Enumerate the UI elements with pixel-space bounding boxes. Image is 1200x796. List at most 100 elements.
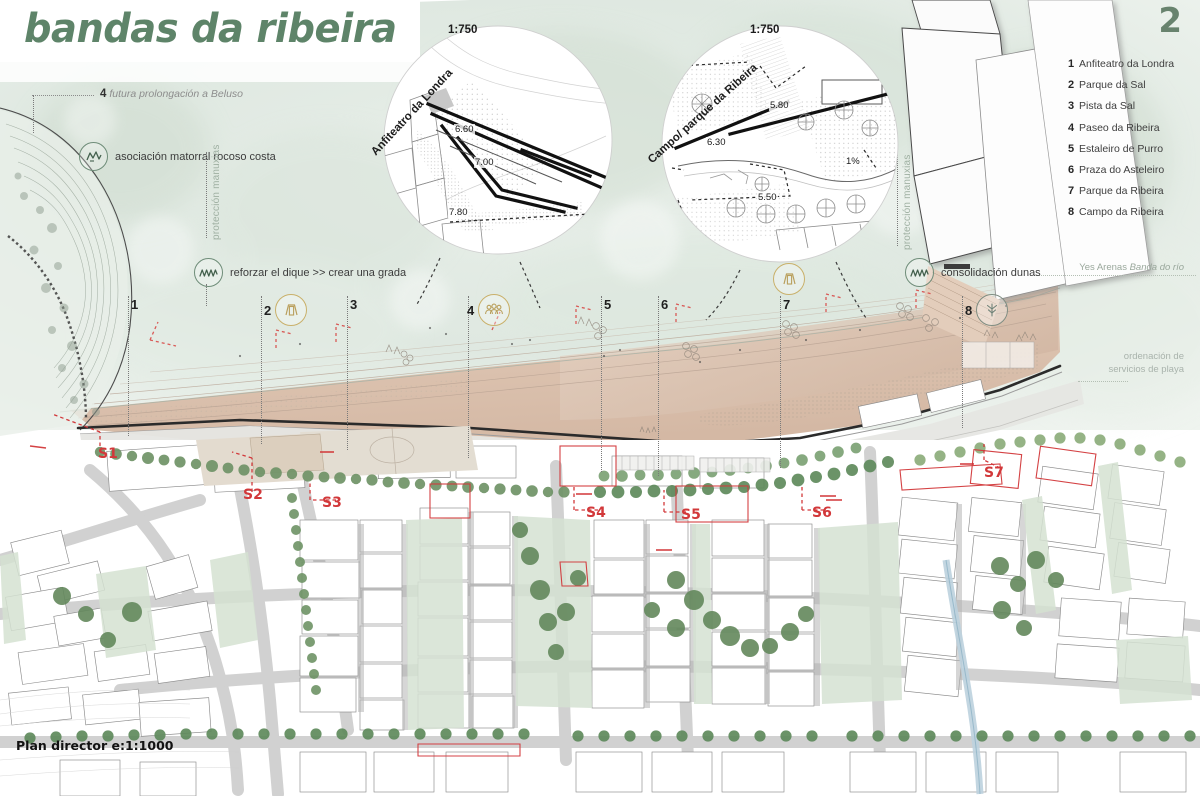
legend-item-label: Pista da Sal: [1079, 100, 1136, 113]
legend-item-label: Anfiteatro da Londra: [1079, 58, 1175, 70]
legend-item-label: Campo da Ribeira: [1079, 206, 1164, 219]
legend-footer-plain: Yes Arenas: [1079, 262, 1130, 273]
section-marker-s2[interactable]: S2: [243, 487, 263, 503]
vertical-label-leader-left-lower: [206, 284, 207, 306]
legend-item-label: Praza do Asteleiro: [1079, 163, 1165, 176]
legend-item-number: 3: [1068, 100, 1075, 113]
legend-item-number: 4: [1068, 121, 1075, 134]
detail-inset-campo-ribeira-scale: 1:750: [750, 24, 780, 36]
station-number: 7: [783, 297, 791, 312]
station-marker-2[interactable]: 2: [264, 294, 308, 326]
vertical-label-protection-left: protección manuxias: [211, 144, 222, 240]
sheet-number: 2: [1158, 1, 1182, 41]
detail-inset-campo-ribeira-elev-3: 5.50: [757, 192, 778, 203]
legend-item-number: 7: [1068, 185, 1075, 198]
section-marker-s5[interactable]: S5: [681, 507, 701, 523]
detail-inset-campo-ribeira-elev-1: 5.80: [769, 100, 790, 111]
detail-inset-anfiteatro-elev-1: 6.60: [454, 124, 475, 135]
tree-icon: [976, 294, 1009, 326]
station-number: 3: [350, 297, 358, 312]
beach-services-note-line1: ordenación de: [1123, 351, 1184, 362]
detail-inset-campo-ribeira[interactable]: Campo/ parque da Ribeira 1:750 5.80 6.30…: [646, 18, 904, 272]
station-drop-line-4: [468, 296, 469, 458]
station-drop-line-7: [780, 296, 781, 468]
legend-item-number: 8: [1068, 206, 1075, 219]
station-number: 5: [604, 297, 612, 312]
annotation-rocky-scrub-label: asociación matorral rocoso costa: [115, 150, 276, 163]
annotation-rocky-scrub[interactable]: asociación matorral rocoso costa: [79, 142, 276, 171]
legend-item[interactable]: 6 Praza do Asteleiro: [1068, 164, 1184, 176]
detail-inset-anfiteatro-elev-2: 7.00: [474, 157, 495, 168]
section-marker-s1[interactable]: S1: [98, 446, 118, 462]
station-drop-line-8: [962, 296, 963, 428]
people-icon: [478, 294, 511, 326]
station-marker-4[interactable]: 4: [467, 294, 511, 326]
legend-list: 1 Anfiteatro da Londra 2 Parque da Sal 3…: [1068, 58, 1184, 228]
legend-item[interactable]: 1 Anfiteatro da Londra: [1068, 58, 1184, 70]
future-callout-drop: [33, 95, 34, 133]
annotation-dune-consolidation[interactable]: consolidación dunas: [905, 258, 1041, 287]
beach-services-note-line2: servicios de playa: [1108, 364, 1184, 375]
legend-footer-italic: Banda do río: [1129, 262, 1184, 273]
section-marker-s6[interactable]: S6: [812, 505, 832, 521]
station-drop-line-6: [658, 296, 659, 476]
future-callout-label: futura prolongación a Beluso: [109, 88, 244, 100]
station-marker-8[interactable]: 8: [965, 294, 1009, 326]
station-marker-6[interactable]: 6: [661, 298, 672, 311]
legend-item-number: 6: [1068, 163, 1075, 176]
station-marker-1[interactable]: 1: [131, 298, 142, 311]
legend-item[interactable]: 4 Paseo da Ribeira: [1068, 122, 1184, 134]
legend-item-number: 5: [1068, 142, 1075, 155]
amphitheatre-icon: [275, 294, 308, 326]
detail-inset-campo-ribeira-elev-2: 6.30: [706, 137, 727, 148]
section-marker-s3[interactable]: S3: [322, 495, 342, 511]
station-marker-3[interactable]: 3: [350, 298, 361, 311]
plan-scale-note: Plan director e:1:1000: [16, 738, 174, 753]
annotation-reinforce-dike[interactable]: reforzar el dique >> crear una grada: [194, 258, 406, 287]
wave-icon: [905, 258, 934, 287]
station-drop-line-2: [261, 296, 262, 444]
legend-item[interactable]: 8 Campo da Ribeira: [1068, 206, 1184, 218]
beach-services-note-leader: [1078, 381, 1128, 382]
vertical-label-leader-left: [206, 152, 207, 238]
wave-icon: [194, 258, 223, 287]
station-marker-5[interactable]: 5: [604, 298, 615, 311]
section-marker-s7[interactable]: S7: [984, 465, 1004, 481]
legend-item-label: Parque da Sal: [1079, 79, 1146, 92]
station-number: 1: [131, 297, 139, 312]
future-extension-callout: 4 futura prolongación a Beluso: [100, 88, 243, 100]
station-number: 6: [661, 297, 669, 312]
future-callout-number: 4: [100, 88, 107, 100]
station-number: 8: [965, 302, 973, 318]
station-drop-line-5: [601, 296, 602, 472]
station-marker-7[interactable]: 7: [783, 298, 794, 311]
detail-inset-anfiteatro-elev-3: 7.80: [448, 207, 469, 218]
legend-item-label: Estaleiro de Purro: [1079, 142, 1164, 155]
legend-footer: Yes Arenas Banda do río: [1079, 262, 1184, 273]
station-drop-line-1: [128, 296, 129, 436]
legend-item[interactable]: 7 Parque da Ribeira: [1068, 185, 1184, 197]
rocky-scrub-icon: [79, 142, 108, 171]
legend-item-label: Paseo da Ribeira: [1079, 121, 1160, 134]
vertical-label-leader-right: [897, 150, 898, 246]
future-callout-leader: [32, 95, 94, 96]
station-number: 2: [264, 302, 272, 318]
legend-item[interactable]: 5 Estaleiro de Purro: [1068, 143, 1184, 155]
detail-inset-anfiteatro-drawing: [383, 25, 613, 255]
legend-item[interactable]: 2 Parque da Sal: [1068, 79, 1184, 91]
amphitheatre-icon-station-7: [773, 263, 805, 295]
legend-item-number: 1: [1068, 58, 1075, 70]
annotation-dune-consolidation-label: consolidación dunas: [941, 266, 1041, 279]
legend-item-label: Parque da Ribeira: [1079, 185, 1164, 198]
annotation-reinforce-dike-label: reforzar el dique >> crear una grada: [230, 266, 407, 279]
legend-footer-divider: [1036, 275, 1196, 276]
legend-item[interactable]: 3 Pista da Sal: [1068, 100, 1184, 112]
section-marker-s4[interactable]: S4: [586, 505, 606, 521]
detail-inset-anfiteatro[interactable]: Anfiteatro da Londra 1:750 6.60 7.00 7.8…: [369, 18, 616, 264]
legend-item-number: 2: [1068, 79, 1075, 92]
station-drop-line-3: [347, 296, 348, 450]
detail-inset-campo-ribeira-elev-4: 1%: [845, 156, 861, 167]
detail-inset-anfiteatro-scale: 1:750: [448, 24, 478, 36]
station-number: 4: [467, 302, 475, 318]
